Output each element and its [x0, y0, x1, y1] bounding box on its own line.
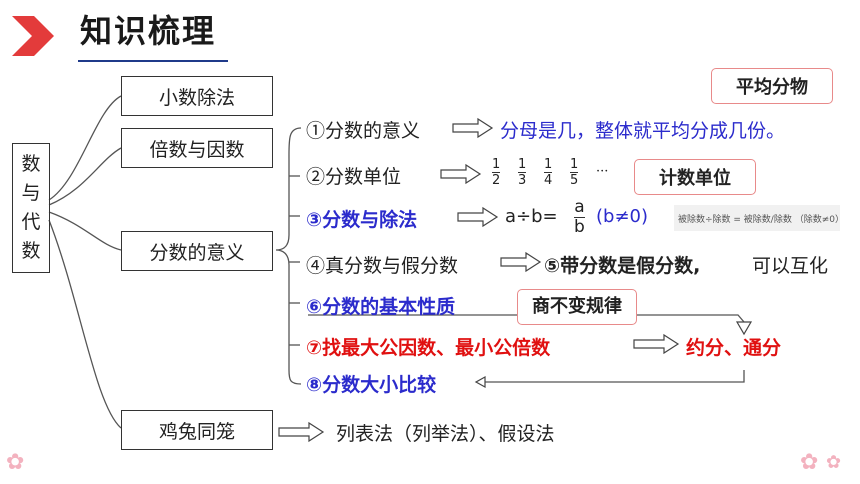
- item-basic-property: ⑥分数的基本性质: [306, 296, 456, 318]
- tag-average-division: 平均分物: [711, 68, 833, 104]
- item-mixed-fraction: ⑤带分数是假分数,: [544, 255, 701, 277]
- branch-chicken-rabbit: 鸡兔同笼: [121, 410, 273, 450]
- root-node: 数 与 代 数: [12, 143, 50, 273]
- branch-multiples-factors: 倍数与因数: [121, 128, 273, 168]
- item-reduce-common: 约分、通分: [686, 337, 782, 359]
- item-fraction-unit: ②分数单位: [306, 166, 402, 188]
- fraction-ellipsis: ···: [596, 164, 609, 179]
- branch-decimal-division: 小数除法: [121, 76, 273, 116]
- branch-fraction-meaning: 分数的意义: [121, 231, 273, 271]
- formula-condition: (b≠0): [596, 206, 649, 227]
- item-proper-improper: ④真分数与假分数: [306, 255, 459, 277]
- formula-a-div-b: a÷b=: [505, 206, 558, 227]
- chevron-right-icon: [12, 16, 54, 56]
- title-underline: [78, 60, 228, 62]
- root-char-3: 代: [21, 211, 41, 233]
- root-char-2: 与: [21, 182, 41, 204]
- flower-icon: ✿: [800, 450, 819, 475]
- item-fraction-division: ③分数与除法: [306, 209, 418, 231]
- formula-image: 被除数÷除数 = 被除数/除数 （除数≠0）: [674, 205, 844, 231]
- flower-icon: ✿: [826, 452, 842, 473]
- item-fraction-meaning-detail: 分母是几，整体就平均分成几份。: [500, 120, 786, 142]
- item-fraction-meaning: ①分数的意义: [306, 120, 421, 142]
- item-gcd-lcm: ⑦找最大公因数、最小公倍数: [306, 337, 551, 359]
- tag-quotient-rule: 商不变规律: [517, 289, 637, 325]
- item-compare-size: ⑧分数大小比较: [306, 374, 437, 396]
- page-title: 知识梳理: [80, 12, 217, 50]
- chicken-methods: 列表法（列举法）、假设法: [336, 423, 555, 445]
- flower-icon: ✿: [6, 450, 25, 475]
- tag-counting-unit: 计数单位: [634, 159, 756, 195]
- root-char-4: 数: [21, 240, 41, 262]
- root-char-1: 数: [21, 153, 41, 175]
- item-mutual-conversion: 可以互化: [752, 255, 829, 277]
